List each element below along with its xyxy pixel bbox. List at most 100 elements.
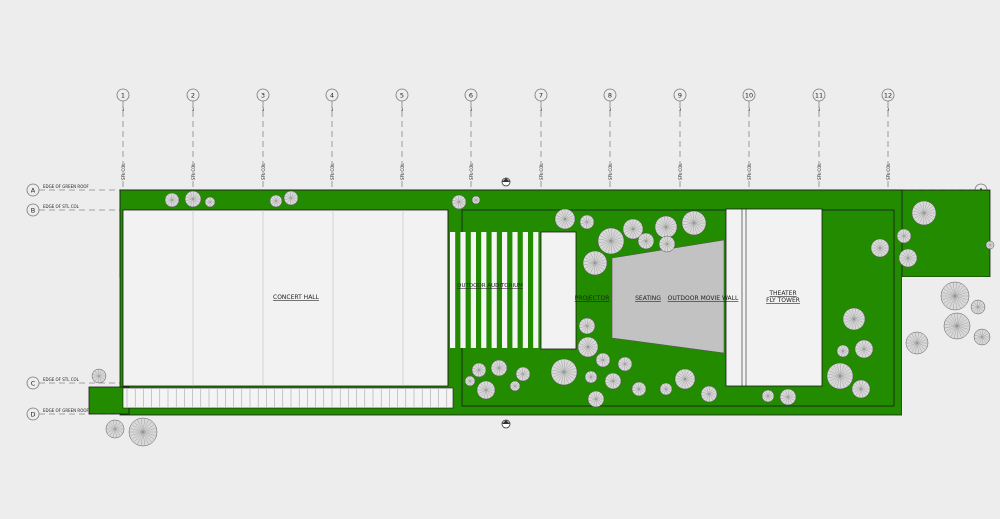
svg-text:A: A xyxy=(31,187,36,195)
tree xyxy=(509,380,521,392)
svg-text:3: 3 xyxy=(818,107,821,112)
svg-text:STL COL: STL COL xyxy=(678,163,683,180)
svg-text:10: 10 xyxy=(745,92,753,100)
svg-text:8: 8 xyxy=(608,92,612,100)
tree xyxy=(595,352,611,368)
tree xyxy=(283,190,299,206)
tree xyxy=(515,366,531,382)
tree xyxy=(490,359,508,377)
tree xyxy=(761,389,775,403)
tree xyxy=(898,248,918,268)
svg-text:3: 3 xyxy=(609,107,612,112)
svg-text:3: 3 xyxy=(470,107,473,112)
tree xyxy=(579,214,595,230)
svg-text:3: 3 xyxy=(679,107,682,112)
svg-text:7: 7 xyxy=(539,92,543,100)
tree xyxy=(943,312,971,340)
trees xyxy=(91,190,995,447)
concert-hall-mullions xyxy=(192,210,404,386)
svg-text:STL COL: STL COL xyxy=(191,163,196,180)
svg-text:5: 5 xyxy=(400,92,404,100)
tree xyxy=(128,417,158,447)
outdoor-auditorium-stripes xyxy=(450,232,539,348)
svg-text:11: 11 xyxy=(815,92,823,100)
label-outdoor-auditorium: OUTDOOR AUDITORIUM xyxy=(457,283,523,289)
projector-box xyxy=(540,231,577,350)
tree xyxy=(637,232,655,250)
tree xyxy=(476,380,496,400)
svg-text:STL COL: STL COL xyxy=(469,163,474,180)
svg-text:EDGE OF STL COL: EDGE OF STL COL xyxy=(43,204,80,209)
tree xyxy=(550,358,578,386)
tree xyxy=(911,200,937,226)
svg-text:3: 3 xyxy=(748,107,751,112)
svg-text:3: 3 xyxy=(262,107,265,112)
tree xyxy=(970,299,986,315)
tree xyxy=(631,381,647,397)
label-theater: THEATER xyxy=(768,290,796,297)
svg-text:3: 3 xyxy=(887,107,890,112)
svg-text:1: 1 xyxy=(121,92,125,100)
stair-treads xyxy=(126,389,448,407)
tree xyxy=(985,240,995,250)
svg-text:STL COL: STL COL xyxy=(817,163,822,180)
tree xyxy=(779,388,797,406)
tree xyxy=(471,362,487,378)
svg-text:4: 4 xyxy=(330,92,334,100)
tree xyxy=(578,317,596,335)
tree xyxy=(204,196,216,208)
concert-hall-block xyxy=(122,209,449,387)
tree xyxy=(851,379,871,399)
tree xyxy=(700,385,718,403)
tree xyxy=(471,195,481,205)
tree xyxy=(836,344,850,358)
svg-text:STL COL: STL COL xyxy=(747,163,752,180)
tree xyxy=(870,238,890,258)
tree xyxy=(842,307,866,331)
svg-text:3: 3 xyxy=(261,92,265,100)
svg-text:9: 9 xyxy=(678,92,682,100)
tree xyxy=(854,339,874,359)
tree xyxy=(451,194,467,210)
svg-text:STL COL: STL COL xyxy=(608,163,613,180)
tree xyxy=(617,356,633,372)
svg-text:3: 3 xyxy=(122,107,125,112)
svg-text:EDGE OF GREEN ROOF: EDGE OF GREEN ROOF xyxy=(43,184,90,189)
svg-text:STL COL: STL COL xyxy=(539,163,544,180)
tree xyxy=(905,331,929,355)
svg-text:6: 6 xyxy=(469,92,473,100)
tree xyxy=(604,372,622,390)
tree xyxy=(91,368,107,384)
tree xyxy=(184,190,202,208)
svg-text:3: 3 xyxy=(192,107,195,112)
tree xyxy=(587,390,605,408)
tree xyxy=(597,227,625,255)
seating-wedge xyxy=(611,239,725,354)
tree xyxy=(826,362,854,390)
tree xyxy=(105,419,125,439)
svg-text:3: 3 xyxy=(401,107,404,112)
svg-text:STL COL: STL COL xyxy=(330,163,335,180)
section-marker-top xyxy=(501,177,511,187)
label-outdoor-movie-wall: OUTDOOR MOVIE WALL xyxy=(668,295,739,302)
svg-text:12: 12 xyxy=(884,92,892,100)
svg-text:3: 3 xyxy=(540,107,543,112)
tree xyxy=(681,210,707,236)
svg-text:STL COL: STL COL xyxy=(886,163,891,180)
stair-strip xyxy=(122,387,454,409)
label-projector: PROJECTOR xyxy=(575,295,610,302)
svg-text:C: C xyxy=(31,380,36,388)
tree xyxy=(584,370,598,384)
tree xyxy=(654,215,678,239)
tree xyxy=(582,250,608,276)
svg-text:EDGE OF GREEN ROOF: EDGE OF GREEN ROOF xyxy=(43,408,90,413)
label-seating: SEATING xyxy=(635,295,661,302)
tree xyxy=(658,235,676,253)
svg-text:STL COL: STL COL xyxy=(400,163,405,180)
tree xyxy=(164,192,180,208)
tree xyxy=(973,328,991,346)
svg-text:STL COL: STL COL xyxy=(121,163,126,180)
svg-text:B: B xyxy=(31,207,35,215)
svg-text:3: 3 xyxy=(331,107,334,112)
